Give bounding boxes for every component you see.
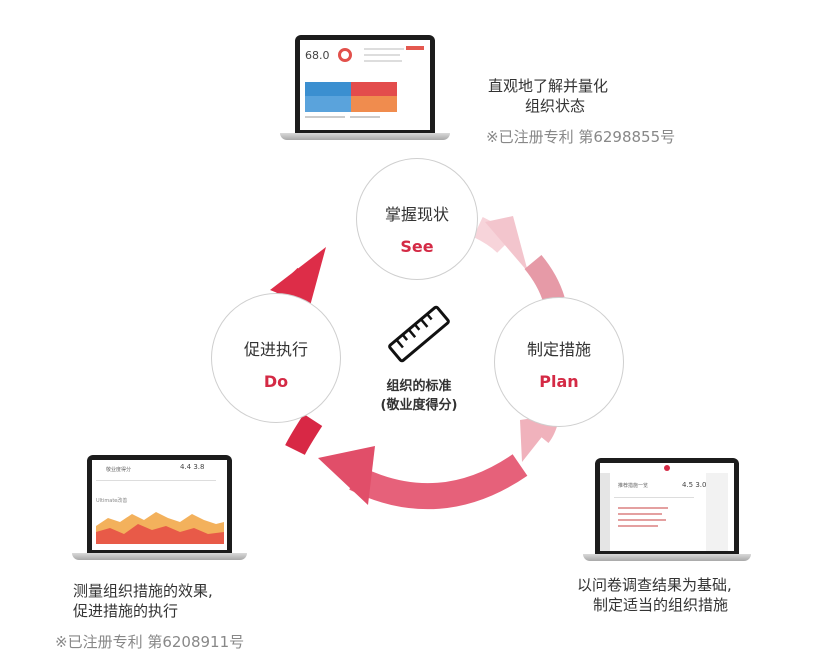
laptop-right: 推荐措施一览 4.5 3.0: [583, 458, 751, 563]
center-label-line1: 组织的标准: [386, 379, 452, 394]
ruler-icon: [388, 305, 450, 363]
arrow-bottom-arc: [349, 454, 528, 510]
center-label-line2: (敬业度得分): [380, 398, 458, 413]
top-patent: ※已注册专利 第6298855号: [486, 128, 676, 146]
laptop-top-base: [280, 133, 450, 140]
node-do-label: 促进执行: [243, 340, 308, 359]
screen-left-sub: Ultimate改善: [96, 498, 128, 504]
laptop-left: 敬业度得分 4.4 3.8 Ultimate改善: [72, 455, 247, 563]
arrow-head-do-see: [270, 247, 326, 306]
laptop-left-display: 敬业度得分 4.4 3.8 Ultimate改善: [92, 460, 227, 550]
node-see: 掌握现状 See: [356, 158, 478, 280]
arrow-see-to-plan: [473, 217, 513, 253]
screen-right-title: 推荐措施一览: [618, 483, 649, 489]
score-value: 68.0: [305, 49, 330, 62]
screen-left-values: 4.4 3.8: [180, 463, 205, 471]
bottom-right-caption-line1: 以问卷调查结果为基础,: [577, 576, 732, 594]
node-plan: 制定措施 Plan: [494, 297, 624, 427]
center-label: 组织的标准 (敬业度得分): [362, 377, 476, 415]
arrow-head-see-plan: [485, 216, 528, 272]
node-do-en: Do: [263, 372, 289, 391]
bottom-left-caption-line2: 促进措施的执行: [73, 602, 179, 620]
top-caption-line1: 直观地了解并量化: [488, 77, 609, 95]
node-plan-en: Plan: [539, 372, 579, 391]
arrow-do-lower: [285, 414, 323, 456]
laptop-top-display: 68.0: [300, 40, 430, 130]
area-chart-thumb: [96, 512, 224, 544]
laptop-right-display: 推荐措施一览 4.5 3.0: [600, 463, 734, 551]
top-caption-line2: 组织状态: [525, 97, 586, 115]
bottom-left-patent: ※已注册专利 第6208911号: [55, 633, 245, 651]
arrow-head-bottom: [318, 446, 375, 505]
screen-right-values: 4.5 3.0: [682, 481, 707, 489]
arrow-plan-right: [524, 254, 565, 304]
score-donut: [338, 48, 352, 62]
node-plan-label: 制定措施: [526, 340, 591, 359]
screen-right-logo: [664, 465, 670, 471]
laptop-left-base: [72, 553, 247, 560]
bottom-right-caption-line2: 制定适当的组织措施: [593, 596, 729, 614]
node-see-label: 掌握现状: [384, 205, 449, 224]
node-see-en: See: [400, 237, 434, 256]
screen-left-title: 敬业度得分: [106, 467, 132, 473]
laptop-right-base: [583, 554, 751, 561]
bottom-left-caption-line1: 测量组织措施的效果,: [73, 582, 213, 600]
laptop-top: 68.0: [280, 35, 450, 143]
node-do: 促进执行 Do: [211, 293, 341, 423]
